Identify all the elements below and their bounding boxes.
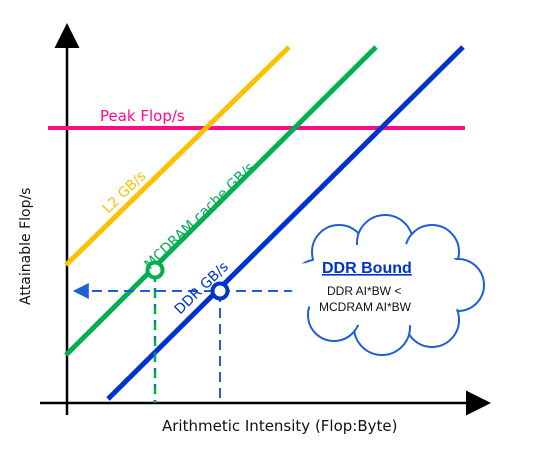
y-axis-label: Attainable Flop/s — [18, 188, 34, 305]
callout-line-2: MCDRAM AI*BW — [319, 300, 412, 314]
mcdram-operating-point — [145, 260, 165, 280]
ddr-bandwidth-line — [106, 45, 465, 401]
callout-title: DDR Bound — [322, 260, 412, 277]
l2-bandwidth-line — [64, 45, 291, 267]
x-axis-label: Arithmetic Intensity (Flop:Byte) — [162, 417, 397, 435]
callout-line-1: DDR AI*BW < — [327, 284, 401, 298]
ddr-operating-point — [210, 281, 230, 301]
ddr-bound-callout — [289, 214, 485, 356]
peak-label: Peak Flop/s — [100, 107, 185, 125]
mcdram-bandwidth-line — [64, 45, 378, 357]
